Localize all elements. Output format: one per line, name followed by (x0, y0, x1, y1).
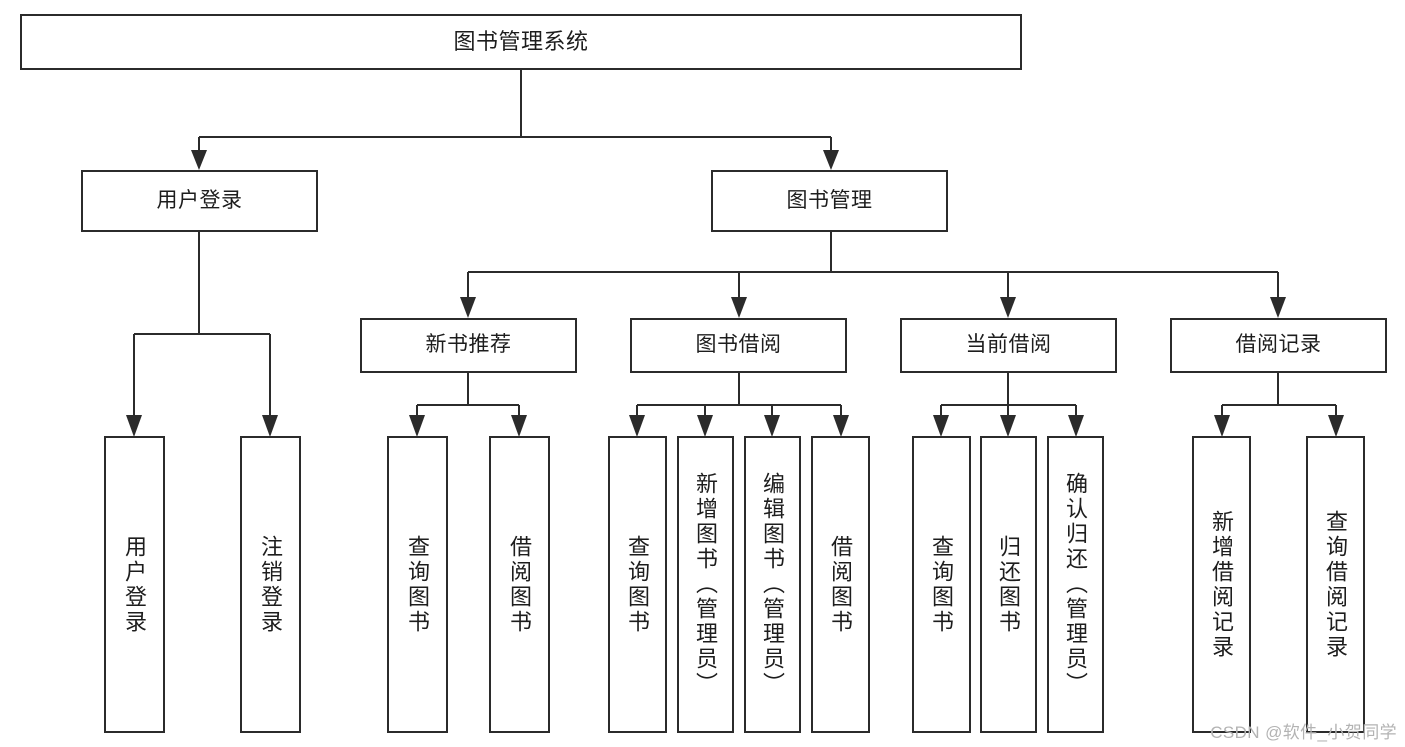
arrow-borrow-l3 (764, 415, 780, 437)
node-borrow-record[interactable]: 借阅记录 (1170, 318, 1387, 373)
node-user-login-label: 用户登录 (156, 188, 243, 212)
node-leaf-return-book[interactable]: 归还图书 (980, 436, 1037, 733)
node-root-label: 图书管理系统 (453, 29, 589, 55)
node-leaf-add-record[interactable]: 新增借阅记录 (1192, 436, 1251, 733)
csdn-watermark: CSDN @软件_小贺同学 (1210, 723, 1397, 742)
node-leaf-query-record-label: 查询借阅记录 (1323, 509, 1349, 660)
node-new-book-recommend-label: 新书推荐 (425, 333, 512, 357)
node-book-manage[interactable]: 图书管理 (711, 170, 948, 232)
node-book-manage-label: 图书管理 (786, 188, 873, 212)
node-leaf-user-login[interactable]: 用户登录 (104, 436, 165, 733)
node-book-borrow-label: 图书借阅 (695, 333, 782, 357)
node-current-borrow[interactable]: 当前借阅 (900, 318, 1117, 373)
node-leaf-query-record[interactable]: 查询借阅记录 (1306, 436, 1365, 733)
node-leaf-query-book-2-label: 查询图书 (625, 534, 651, 635)
node-leaf-add-record-label: 新增借阅记录 (1209, 509, 1235, 660)
node-leaf-borrow-book-1[interactable]: 借阅图书 (489, 436, 550, 733)
arrow-bookmanage-c4 (1270, 297, 1286, 318)
arrow-record-l1 (1214, 415, 1230, 437)
arrow-newbook-l1 (409, 415, 425, 437)
arrow-userlogin-left (126, 415, 142, 437)
arrow-current-l3 (1068, 415, 1084, 437)
node-leaf-borrow-book-2[interactable]: 借阅图书 (811, 436, 870, 733)
arrow-record-l2 (1328, 415, 1344, 437)
node-borrow-record-label: 借阅记录 (1235, 333, 1322, 357)
node-leaf-query-book-1[interactable]: 查询图书 (387, 436, 448, 733)
arrow-borrow-l4 (833, 415, 849, 437)
arrow-current-l1 (933, 415, 949, 437)
node-leaf-confirm-return-label: 确认归还（管理员） (1063, 472, 1089, 697)
node-user-login[interactable]: 用户登录 (81, 170, 318, 232)
node-leaf-borrow-book-1-label: 借阅图书 (507, 534, 533, 635)
arrow-userlogin-right (262, 415, 278, 437)
arrow-borrow-l1 (629, 415, 645, 437)
node-book-borrow[interactable]: 图书借阅 (630, 318, 847, 373)
node-leaf-return-book-label: 归还图书 (996, 534, 1022, 635)
arrow-bookmanage-c3 (1000, 297, 1016, 318)
node-leaf-query-book-2[interactable]: 查询图书 (608, 436, 667, 733)
node-new-book-recommend[interactable]: 新书推荐 (360, 318, 577, 373)
node-root[interactable]: 图书管理系统 (20, 14, 1022, 70)
arrow-root-to-user-login (191, 150, 207, 170)
arrow-root-to-book-manage (823, 150, 839, 170)
node-leaf-edit-book[interactable]: 编辑图书（管理员） (744, 436, 801, 733)
node-leaf-query-book-3[interactable]: 查询图书 (912, 436, 971, 733)
arrow-bookmanage-c2 (731, 297, 747, 318)
arrow-borrow-l2 (697, 415, 713, 437)
node-leaf-user-login-label: 用户登录 (122, 534, 148, 635)
node-leaf-add-book-label: 新增图书（管理员） (693, 472, 719, 697)
arrow-bookmanage-c1 (460, 297, 476, 318)
node-leaf-query-book-1-label: 查询图书 (405, 534, 431, 635)
node-leaf-logout-login-label: 注销登录 (258, 534, 284, 635)
node-leaf-add-book[interactable]: 新增图书（管理员） (677, 436, 734, 733)
arrow-newbook-l2 (511, 415, 527, 437)
node-leaf-confirm-return[interactable]: 确认归还（管理员） (1047, 436, 1104, 733)
node-leaf-logout-login[interactable]: 注销登录 (240, 436, 301, 733)
node-leaf-borrow-book-2-label: 借阅图书 (828, 534, 854, 635)
node-leaf-query-book-3-label: 查询图书 (929, 534, 955, 635)
node-current-borrow-label: 当前借阅 (965, 333, 1052, 357)
node-leaf-edit-book-label: 编辑图书（管理员） (760, 472, 786, 697)
arrow-current-l2 (1000, 415, 1016, 437)
